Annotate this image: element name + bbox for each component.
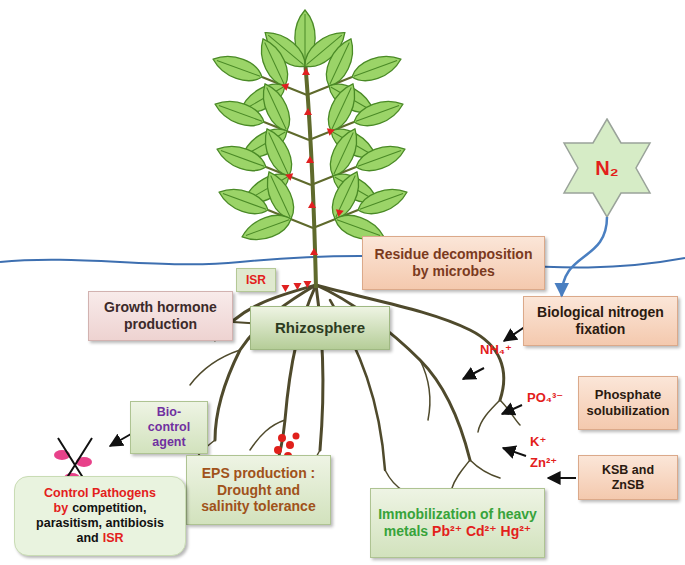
leaf — [216, 183, 272, 220]
leaf — [214, 140, 270, 177]
nodule — [286, 441, 294, 449]
connector-arrow — [562, 217, 607, 296]
leaf — [258, 125, 298, 181]
leaf — [210, 50, 266, 87]
node-text: Biological nitrogen fixation — [537, 304, 664, 337]
rootlet — [420, 360, 430, 420]
leaf — [256, 80, 296, 136]
rootlet — [452, 460, 470, 488]
red-arrow — [308, 201, 316, 208]
red-arrow — [306, 156, 314, 163]
ion-label: Zn²⁺ — [530, 455, 557, 470]
leaf — [353, 140, 409, 177]
rootlet — [470, 460, 500, 478]
text-wrap: Rhizosphere — [275, 319, 365, 337]
red-arrow — [302, 68, 310, 75]
leaf — [254, 35, 294, 91]
leader-arrow — [503, 448, 526, 456]
red-arrow — [310, 248, 318, 255]
process-box: KSB and ZnSB — [578, 455, 678, 500]
label-box: ISR — [236, 268, 276, 292]
leader-arrow — [502, 405, 522, 414]
leaf — [322, 80, 362, 136]
text-wrap: EPS production : Drought and salinity to… — [192, 465, 325, 515]
leader-arrow — [463, 368, 484, 379]
leaf — [355, 183, 411, 220]
node-text: Growth hormone production — [104, 299, 217, 332]
node-text: KSB and ZnSB — [602, 463, 654, 492]
red-arrow — [303, 278, 313, 288]
leaves — [210, 10, 411, 246]
node-text: ISR — [246, 273, 266, 287]
node-text: Bio-control agent — [148, 405, 190, 449]
node-text: EPS production : Drought and salinity to… — [201, 465, 315, 515]
red-arrow — [304, 108, 312, 115]
node-text: Pb²⁺ Cd²⁺ Hg²⁺ — [432, 523, 531, 539]
nodule — [278, 434, 286, 442]
node-text: Rhizosphere — [275, 319, 365, 336]
process-box: EPS production : Drought and salinity to… — [186, 455, 331, 525]
text-wrap: N₂ — [595, 156, 618, 180]
text-wrap: Control Pathogens bycompetition, parasit… — [20, 486, 180, 546]
star-node: N₂ — [557, 118, 657, 218]
star-outline — [564, 119, 650, 217]
red-arrow — [336, 207, 345, 217]
rootlet — [250, 420, 285, 450]
process-box: Phosphate solubilization — [578, 376, 678, 430]
process-box: Residue decomposition by microbes — [362, 236, 545, 290]
nodule — [293, 433, 300, 440]
node-text: Phosphate solubilization — [586, 387, 669, 418]
text-wrap: ISR — [246, 273, 266, 287]
red-arrow — [293, 280, 303, 290]
leaf — [212, 95, 268, 132]
ground-line — [0, 256, 685, 268]
rootlet — [190, 350, 240, 385]
center-box: Rhizosphere — [250, 306, 390, 350]
text-wrap: KSB and ZnSB — [584, 463, 672, 493]
ion-label: NH₄⁺ — [480, 342, 512, 357]
text-wrap: Residue decomposition by microbes — [368, 246, 539, 280]
red-arrow — [284, 171, 293, 181]
leaf — [351, 95, 407, 132]
process-box: Growth hormone production — [88, 291, 233, 341]
process-box: Biological nitrogen fixation — [523, 296, 678, 346]
leaf — [349, 50, 405, 87]
node-text: ISR — [103, 531, 124, 545]
rootlet — [478, 400, 500, 432]
process-box: Immobilization of heavy metalsPb²⁺ Cd²⁺ … — [370, 488, 545, 558]
ion-label: K⁺ — [530, 434, 546, 449]
ion-label: PO₄³⁻ — [527, 390, 563, 405]
red-arrow — [327, 126, 336, 136]
node-text: N₂ — [595, 157, 618, 179]
text-wrap: Phosphate solubilization — [584, 387, 672, 418]
text-wrap: Biological nitrogen fixation — [529, 304, 672, 338]
process-box: Bio-control agent — [130, 401, 208, 454]
text-wrap: Growth hormone production — [94, 299, 227, 333]
red-arrow — [280, 81, 289, 91]
text-wrap: Immobilization of heavy metalsPb²⁺ Cd²⁺ … — [376, 506, 539, 540]
leaf — [320, 35, 360, 91]
leaf — [239, 209, 295, 246]
transport-arrows — [280, 68, 345, 292]
node-text: Residue decomposition by microbes — [375, 246, 533, 279]
rounded-box: Control Pathogens bycompetition, parasit… — [14, 476, 186, 556]
nodule — [274, 446, 282, 454]
text-wrap: Bio-control agent — [136, 405, 202, 450]
leader-arrow — [548, 477, 576, 479]
red-arrow — [281, 282, 291, 292]
leaf — [324, 125, 364, 181]
